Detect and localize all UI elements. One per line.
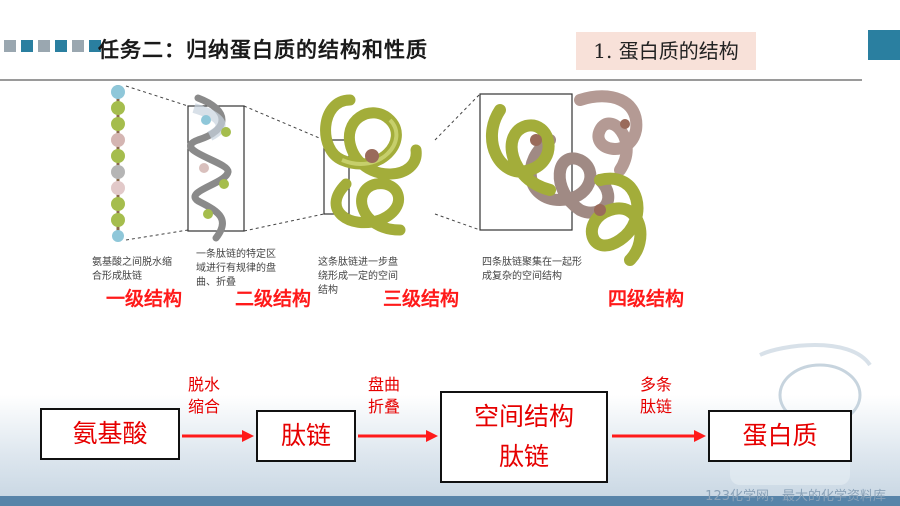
tertiary-structure-label: 三级结构: [383, 288, 460, 310]
quaternary-structure-description: 四条肽链聚集在一起形 成复杂的空间结构: [482, 256, 582, 284]
page-title: 任务二：归纳蛋白质的结构和性质: [98, 38, 428, 62]
header-square: [72, 40, 84, 52]
header-square: [55, 40, 67, 52]
spatial-structure-label: 空间结构: [473, 402, 574, 431]
flow-box-peptide-chain: 肽链: [256, 410, 356, 462]
secondary-structure-description: 一条肽链的特定区 域进行有规律的盘 曲、折叠: [196, 248, 276, 290]
flow-box-protein: 蛋白质: [708, 410, 852, 462]
header-square: [89, 40, 101, 52]
tertiary-structure-description: 这条肽链进一步盘 绕形成一定的空间 结构: [318, 256, 398, 298]
corner-accent-block: [868, 30, 900, 60]
spatial-structure-chain-label: 肽链: [498, 442, 549, 471]
flow-arrow-2: [358, 430, 438, 442]
protein-structure-illustration: [111, 85, 647, 266]
condition-multiple-chains: 多条 肽链: [640, 374, 672, 418]
description-line: 氨基酸之间脱水缩 合形成肽链: [92, 257, 172, 282]
primary-structure-description: 氨基酸之间脱水缩 合形成肽链: [92, 256, 172, 284]
amino-acid-beads: [111, 85, 125, 242]
condition-text: 多条 肽链: [640, 375, 673, 416]
secondary-structure-label: 二级结构: [235, 288, 312, 310]
condition-folding: 盘曲 折叠: [368, 374, 400, 418]
flow-box-amino-acid: 氨基酸: [40, 408, 180, 460]
header-divider: [0, 79, 862, 81]
condition-text: 脱水 缩合: [188, 375, 221, 416]
condition-dehydration: 脱水 缩合: [188, 374, 220, 418]
flow-arrow-1: [182, 430, 254, 442]
header-square: [38, 40, 50, 52]
description-line: 这条肽链进一步盘 绕形成一定的空间 结构: [318, 257, 398, 296]
description-line: 一条肽链的特定区 域进行有规律的盘 曲、折叠: [196, 249, 276, 288]
watermark: 123化学网，最大的化学资料库: [705, 489, 886, 504]
condition-text: 盘曲 折叠: [368, 375, 401, 416]
quaternary-structure-label: 四级结构: [608, 288, 685, 310]
header-decoration-squares: [4, 40, 101, 52]
header-square: [4, 40, 16, 52]
flow-box-spatial-structure: 空间结构 肽链: [440, 391, 608, 483]
section-badge: 1. 蛋白质的结构: [576, 32, 756, 70]
primary-structure-label: 一级结构: [106, 288, 183, 310]
header-square: [21, 40, 33, 52]
protein-structure-figure: 氨基酸之间脱水缩 合形成肽链 一条肽链的特定区 域进行有规律的盘 曲、折叠 这条…: [80, 80, 720, 340]
flow-arrow-3: [612, 430, 706, 442]
description-line: 四条肽链聚集在一起形 成复杂的空间结构: [482, 257, 582, 282]
